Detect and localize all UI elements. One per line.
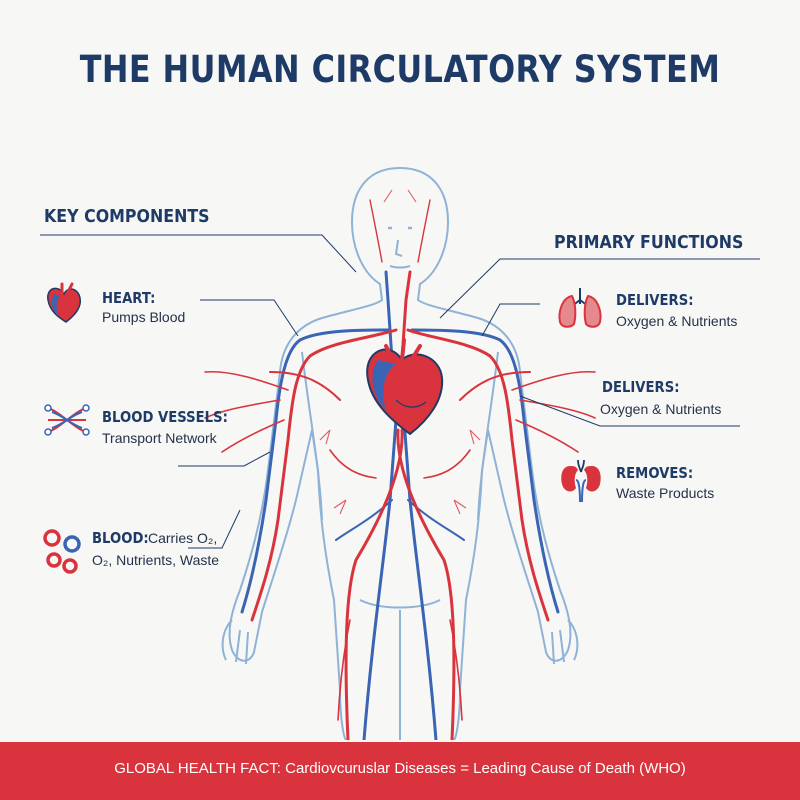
page-title: THE HUMAN CIRCULATORY SYSTEM bbox=[79, 48, 721, 91]
vessel-network-icon bbox=[44, 402, 90, 443]
delivers-title-2: DELIVERS: bbox=[602, 378, 680, 396]
heart-icon bbox=[44, 280, 84, 329]
blood-cells-icon bbox=[42, 526, 88, 581]
blood-text-line1: Carries O₂, bbox=[148, 530, 218, 546]
body-outline bbox=[221, 167, 579, 740]
key-components-heading: KEY COMPONENTS bbox=[44, 206, 210, 227]
central-heart bbox=[366, 338, 444, 436]
blood-vessels-text: Transport Network bbox=[102, 430, 217, 446]
removes-title: REMOVES: bbox=[616, 464, 694, 482]
delivers-title-1: DELIVERS: bbox=[616, 291, 694, 309]
heart-title: HEART: bbox=[102, 289, 156, 307]
heart-text: Pumps Blood bbox=[102, 309, 186, 325]
blood-vessels-title: BLOOD VESSELS: bbox=[102, 408, 228, 426]
delivers-text-1: Oxygen & Nutrients bbox=[616, 313, 738, 329]
leader-lines bbox=[40, 234, 760, 549]
kidneys-icon bbox=[558, 458, 604, 509]
footer-banner: GLOBAL HEALTH FACT: Cardiovcuruslar Dise… bbox=[0, 742, 800, 800]
circulatory-body-illustration bbox=[40, 167, 760, 740]
capillaries bbox=[319, 189, 481, 515]
delivers-text-2: Oxygen & Nutrients bbox=[600, 401, 722, 417]
removes-text: Waste Products bbox=[616, 485, 715, 501]
primary-functions-heading: PRIMARY FUNCTIONS bbox=[554, 232, 744, 253]
footer-fact-text: GLOBAL HEALTH FACT: Cardiovcuruslar Dise… bbox=[114, 760, 686, 777]
blood-title: BLOOD: bbox=[92, 529, 149, 547]
veins bbox=[240, 270, 560, 740]
lungs-icon bbox=[556, 286, 604, 335]
blood-text-line2: O₂, Nutrients, Waste bbox=[92, 552, 220, 568]
